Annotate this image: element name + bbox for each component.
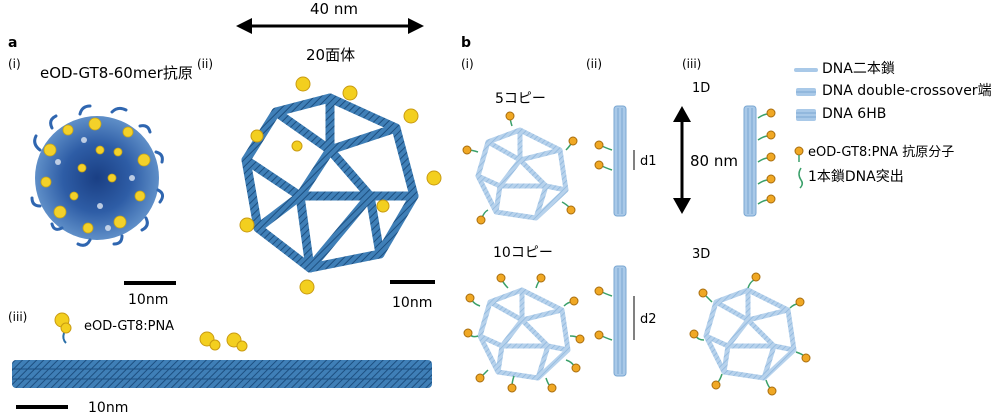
icosahedron-title: 20面体 [306, 48, 355, 63]
pna-label: eOD-GT8:PNA [84, 320, 174, 333]
panel-b-label: b [461, 36, 471, 50]
panel-a-sub-iii: (iii) [8, 311, 27, 323]
dimension-arrow-40nm [236, 18, 424, 34]
panel-a-sub-ii: (ii) [197, 58, 213, 70]
bundle-antigens [200, 332, 247, 351]
d1-label: d1 [640, 155, 657, 168]
panel-a-label: a [8, 36, 17, 50]
label-3d: 3D [692, 248, 710, 261]
icosahedron-10-copies [464, 274, 584, 392]
panel-b-sub-i: (i) [461, 58, 474, 70]
panel-b-sub-ii: (ii) [586, 58, 602, 70]
panel-b-sub-iii: (iii) [682, 58, 701, 70]
dna-icosahedron [246, 98, 414, 268]
legend-symbol-double-crossover [796, 88, 816, 96]
pna-antigen-icon [55, 313, 71, 343]
copies-10-label: 10コピー [493, 246, 553, 260]
3d-icosahedron-antigens [690, 273, 810, 395]
legend-symbol-antigen [795, 147, 803, 162]
legend-symbol-ssdna [799, 168, 802, 188]
label-1d: 1D [692, 82, 710, 95]
scale-label-a-iii: 10nm [88, 401, 128, 415]
d2-label: d2 [640, 313, 657, 326]
legend-symbol-6hb [796, 109, 816, 121]
scale-label-a-ii: 10nm [392, 296, 432, 310]
legend-label-antigen: eOD-GT8:PNA 抗原分子 [808, 146, 954, 159]
antigen-60mer-particle [32, 106, 163, 245]
length-80nm-label: 80 nm [690, 154, 738, 169]
dna-6hb-long-bundle [12, 360, 432, 388]
6hb-bundle-bottom [595, 266, 634, 376]
legend-label-double-crossover: DNA double-crossover端 [822, 84, 992, 98]
6hb-bundle-top [595, 106, 634, 216]
legend-label-dna-duplex: DNA二本鎖 [822, 62, 895, 76]
antigen-title: eOD-GT8-60mer抗原 [40, 66, 193, 81]
length-arrow-80nm [673, 106, 691, 214]
icosahedron-5-copies [463, 112, 577, 224]
scale-label-a-i: 10nm [128, 293, 168, 307]
copies-5-label: 5コピー [495, 92, 546, 106]
legend-label-ssdna: 1本鎖DNA突出 [808, 170, 904, 184]
dimension-40nm-label: 40 nm [310, 2, 358, 17]
1d-bundle-antigens [744, 106, 775, 216]
panel-a-sub-i: (i) [8, 58, 21, 70]
legend-label-6hb: DNA 6HB [822, 107, 886, 121]
